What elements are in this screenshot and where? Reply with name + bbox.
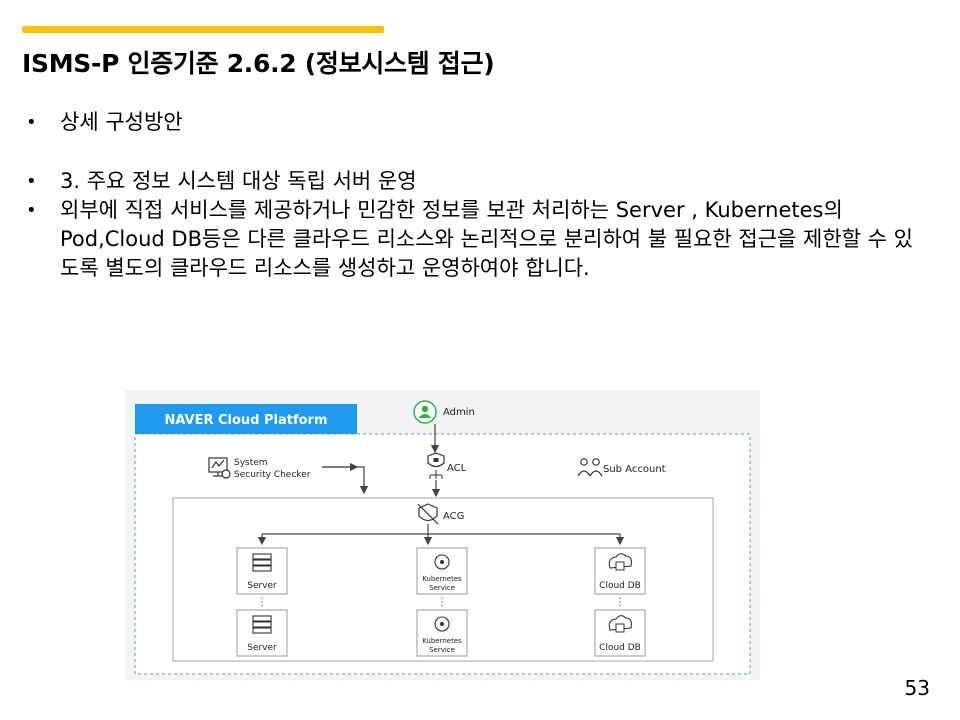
server-node: Server (236, 547, 288, 595)
bullet-list: • 상세 구성방안 • 3. 주요 정보 시스템 대상 독립 서버 운영 • 외… (26, 108, 926, 283)
acl-label: ACL (447, 463, 467, 474)
svg-text:Kubernetes: Kubernetes (422, 637, 462, 645)
slide-title: ISMS-P 인증기준 2.6.2 (정보시스템 접근) (22, 49, 495, 78)
svg-text:Service: Service (429, 646, 455, 654)
svg-text:Service: Service (429, 584, 455, 592)
security-checker-icon (208, 457, 231, 479)
platform-label: NAVER Cloud Platform (164, 413, 327, 428)
svg-text:Kubernetes: Kubernetes (422, 575, 462, 583)
svg-text:Cloud DB: Cloud DB (599, 643, 641, 653)
kubernetes-node: Kubernetes Service (416, 609, 468, 657)
kubernetes-node: Kubernetes Service (416, 547, 468, 595)
cloud-db-node: Cloud DB (594, 547, 646, 595)
acg-label: ACG (443, 511, 464, 522)
architecture-diagram: NAVER Cloud Platform Admin ACL Sub Accou… (125, 390, 760, 680)
acg-icon (417, 503, 439, 525)
platform-label-box (135, 404, 357, 434)
checker-label-line2: Security Checker (234, 470, 311, 480)
page-number: 53 (904, 676, 930, 700)
bullet-marker: • (26, 112, 37, 133)
acl-icon (427, 452, 445, 468)
accent-bar (22, 26, 384, 33)
checker-label-line1: System (234, 458, 268, 468)
bullet-marker: • (26, 171, 37, 192)
bullet-text: 3. 주요 정보 시스템 대상 독립 서버 운영 (60, 169, 417, 193)
admin-label: Admin (443, 407, 475, 418)
cloud-db-node: Cloud DB (594, 609, 646, 657)
bullet-text: 외부에 직접 서비스를 제공하거나 민감한 정보를 보관 처리하는 Server… (60, 198, 913, 280)
sub-account-label: Sub Account (603, 464, 666, 475)
bullet-item: • 상세 구성방안 (26, 108, 926, 137)
server-ellipsis: ⋮ (257, 597, 267, 608)
svg-text:Server: Server (247, 643, 277, 653)
bullet-item: • 3. 주요 정보 시스템 대상 독립 서버 운영 (26, 167, 926, 196)
bullet-text: 상세 구성방안 (60, 110, 183, 134)
svg-text:Server: Server (247, 581, 277, 591)
k8s-ellipsis: ⋮ (437, 597, 447, 608)
server-node: Server (236, 609, 288, 657)
bullet-marker: • (26, 200, 37, 221)
sub-account-icon (577, 458, 603, 477)
bullet-item: • 외부에 직접 서비스를 제공하거나 민감한 정보를 보관 처리하는 Serv… (26, 196, 926, 283)
svg-text:Cloud DB: Cloud DB (599, 581, 641, 591)
db-ellipsis: ⋮ (615, 597, 625, 608)
